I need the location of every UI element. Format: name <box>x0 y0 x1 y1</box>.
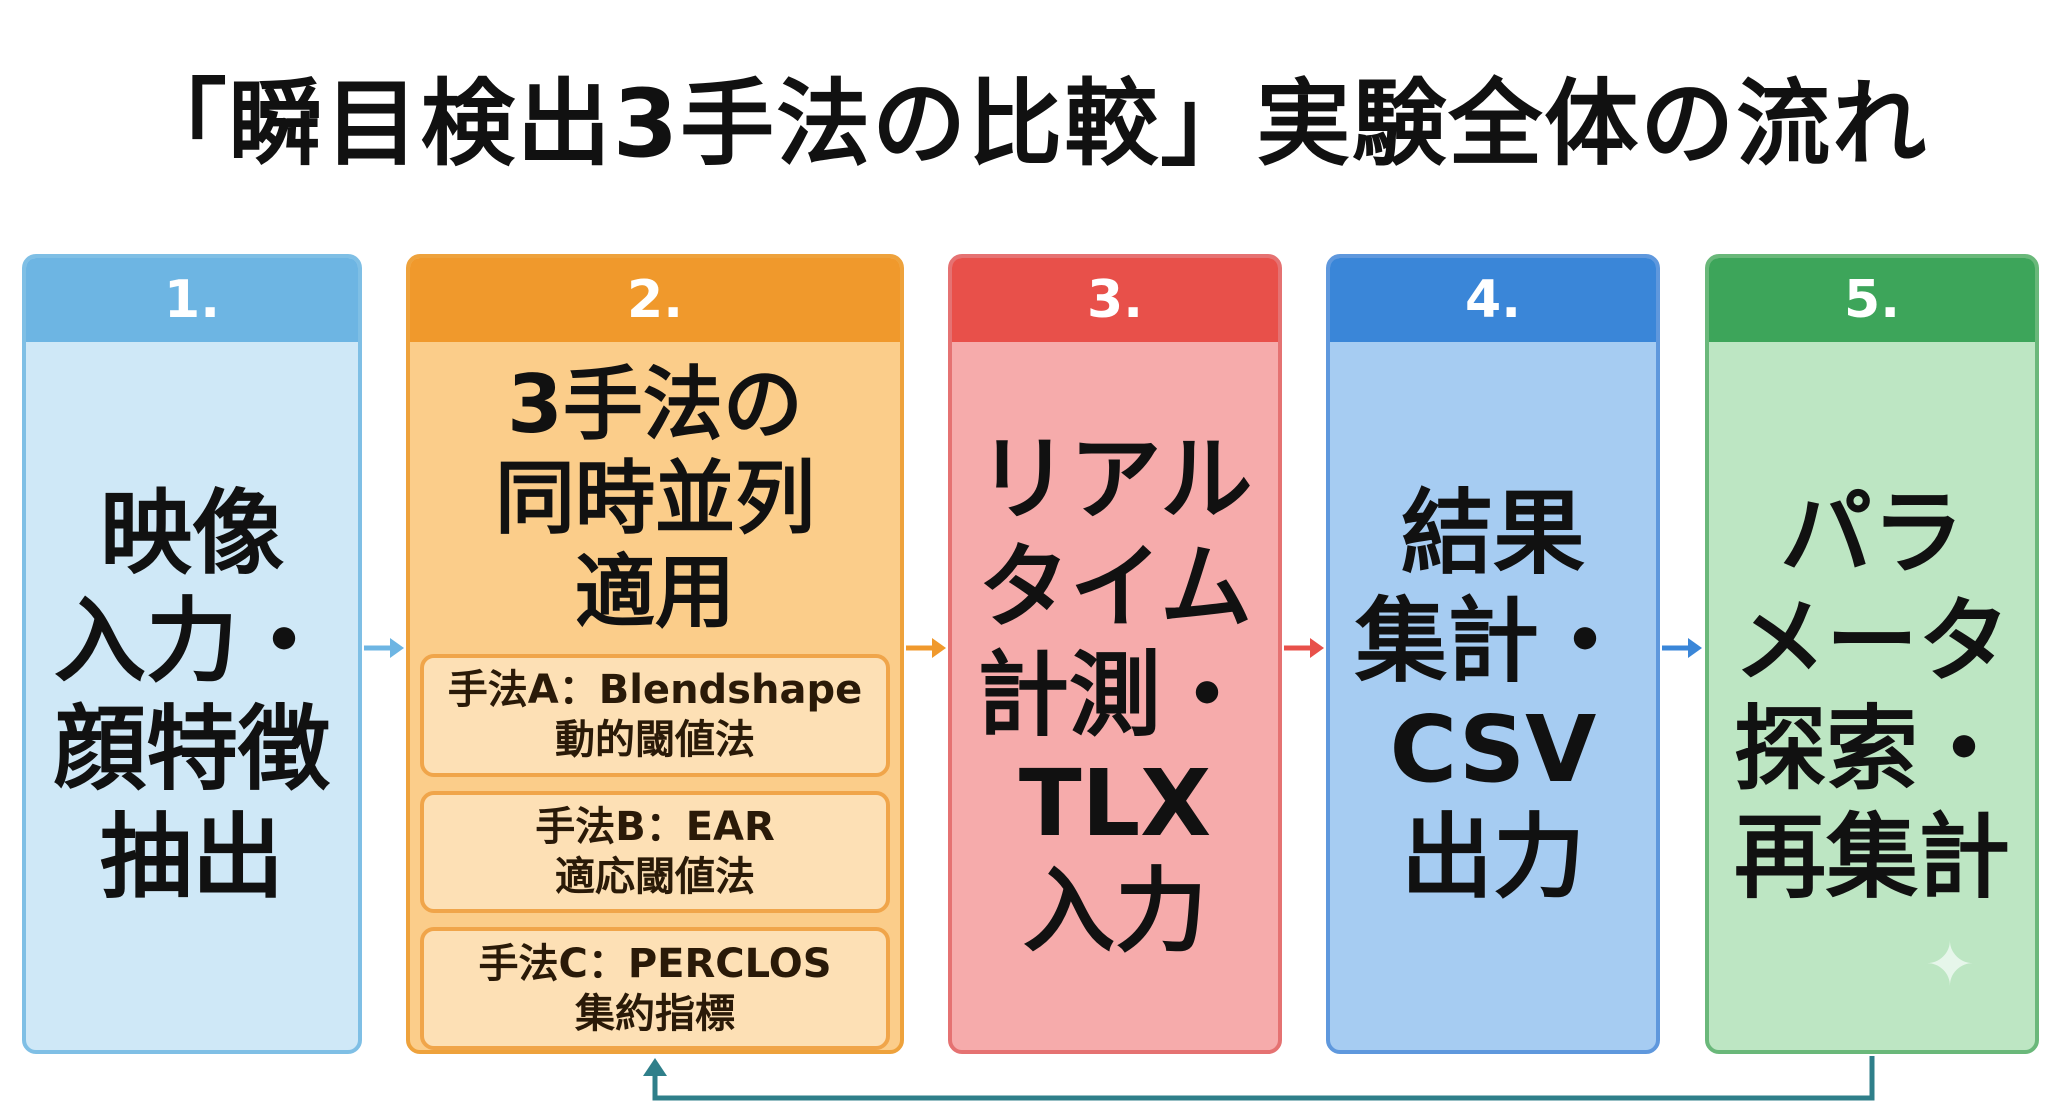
step-2-line: 同時並列 <box>495 452 815 545</box>
arrow-1-to-2 <box>364 638 404 658</box>
step-5-number: 5. <box>1709 258 2035 342</box>
step-1-line: 抽出 <box>99 804 284 911</box>
step-1-number: 1. <box>26 258 358 342</box>
arrow-3-to-4 <box>1284 638 1324 658</box>
page-title: 「瞬目検出3手法の比較」実験全体の流れ <box>132 70 1929 179</box>
method-c-title: 手法C：PERCLOS <box>478 940 832 987</box>
step-1-line: 顔特徴 <box>53 696 330 803</box>
step-1-label: 映像 入力・ 顔特徴 抽出 <box>54 480 330 912</box>
step-1-line: 映像 <box>99 480 284 587</box>
arrow-4-to-5 <box>1662 638 1702 658</box>
method-a-card: 手法A：Blendshape 動的閾値法 <box>420 654 890 777</box>
step-3-label: リアル タイム 計測・ TLX 入力 <box>977 426 1253 966</box>
arrow-2-to-3 <box>906 638 946 658</box>
step-4-line: CSV <box>1389 696 1597 803</box>
step-1-box: 1. 映像 入力・ 顔特徴 抽出 <box>22 254 362 1054</box>
step-3-line: リアル <box>977 426 1253 533</box>
method-b-subtitle: 適応閾値法 <box>555 854 755 900</box>
step-2-line: 適用 <box>575 546 735 639</box>
method-a-subtitle: 動的閾値法 <box>555 717 755 764</box>
step-3-line: TLX <box>1018 750 1212 857</box>
step-3-box: 3. リアル タイム 計測・ TLX 入力 <box>948 254 1282 1054</box>
step-3-line: 入力 <box>1022 858 1207 965</box>
step-1-line: 入力・ <box>53 588 330 695</box>
step-2-line: 3手法の <box>507 358 803 451</box>
step-4-line: 結果 <box>1400 480 1585 587</box>
step-5-line: パラ <box>1779 480 1964 587</box>
step-4-number: 4. <box>1330 258 1656 342</box>
method-b-card: 手法B：EAR 適応閾値法 <box>420 790 890 914</box>
step-4-box: 4. 結果 集計・ CSV 出力 <box>1326 254 1660 1054</box>
step-2-label: 3手法の 同時並列 適用 <box>495 358 815 640</box>
step-4-label: 結果 集計・ CSV 出力 <box>1355 480 1631 912</box>
step-5-line: メータ <box>1733 588 2010 695</box>
step-4-line: 集計・ <box>1354 588 1631 695</box>
method-a-title: 手法A：Blendshape <box>447 667 863 714</box>
step-5-line: 探索・ <box>1733 696 2010 803</box>
step-3-line: 計測・ <box>976 642 1253 749</box>
feedback-loop-arrow <box>643 1056 1875 1101</box>
step-5-label: パラ メータ 探索・ 再集計 <box>1734 480 2010 912</box>
step-4-line: 出力 <box>1400 804 1585 911</box>
step-3-line: タイム <box>977 534 1253 641</box>
sparkle-icon: ✦ <box>1924 930 1975 1000</box>
step-3-number: 3. <box>952 258 1278 342</box>
step-5-box: 5. パラ メータ 探索・ 再集計 ✦ <box>1705 254 2039 1054</box>
step-5-line: 再集計 <box>1733 804 2010 911</box>
method-c-card: 手法C：PERCLOS 集約指標 <box>420 927 890 1050</box>
step-2-box: 2. 3手法の 同時並列 適用 手法A：Blendshape 動的閾値法 手法B… <box>406 254 904 1054</box>
method-b-title: 手法B：EAR <box>535 804 775 850</box>
method-c-subtitle: 集約指標 <box>575 990 735 1037</box>
step-2-number: 2. <box>410 258 900 342</box>
